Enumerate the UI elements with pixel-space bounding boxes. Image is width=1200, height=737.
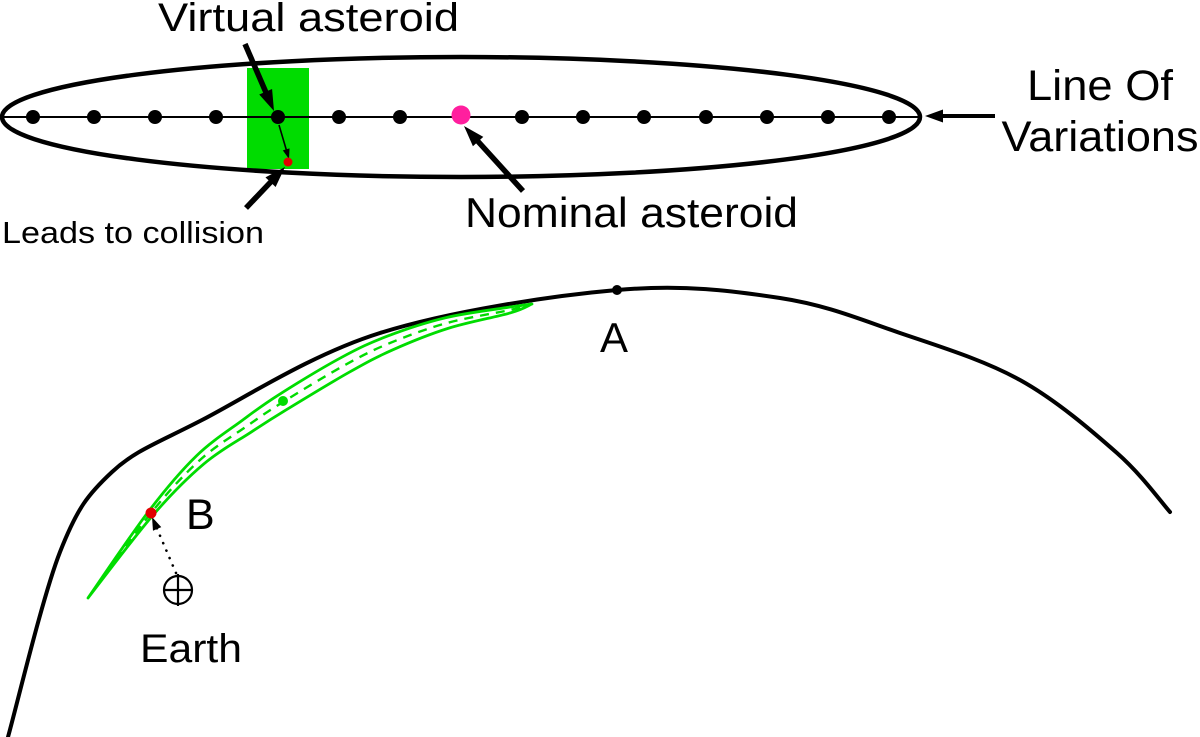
leads-to-collision-arrow [244, 167, 285, 210]
virtual-asteroid-dot [393, 110, 407, 124]
virtual-asteroid-dot [760, 110, 774, 124]
virtual-asteroid-dot [882, 110, 896, 124]
virtual-asteroid-dot [209, 110, 223, 124]
collision-trajectory-arrow [278, 124, 290, 159]
virtual-asteroid-dot [576, 110, 590, 124]
nominal-asteroid-arrow [464, 126, 526, 193]
virtual-asteroid-dot [26, 110, 40, 124]
nominal-asteroid-dot [451, 105, 471, 125]
line-of-variations-arrow [925, 109, 995, 123]
nominal-asteroid-arrow-head [464, 126, 484, 147]
earth-to-b-dotted-arrow-shaft [155, 525, 178, 575]
earth-to-b-dotted-arrow-head [152, 517, 162, 531]
lov-diagram [0, 42, 995, 210]
virtual-asteroid-dot [515, 110, 529, 124]
lens-center-dashed-line [87, 302, 533, 599]
virtual-asteroid-dot [637, 110, 651, 124]
earth-to-b-dotted-arrow [152, 517, 178, 575]
virtual-asteroid-dot [271, 110, 285, 124]
nominal-asteroid-arrow-shaft [474, 138, 526, 193]
virtual-asteroid-dot [87, 110, 101, 124]
asteroid-position-dot [278, 396, 288, 406]
virtual-asteroid-label: Virtual asteroid [158, 0, 459, 40]
virtual-asteroid-dot [699, 110, 713, 124]
orbit-arc [6, 285, 1172, 737]
virtual-asteroid-arrow [242, 42, 274, 111]
virtual-asteroid-dot [821, 110, 835, 124]
point-b-dot [145, 507, 157, 519]
nominal-asteroid-label: Nominal asteroid [465, 189, 798, 236]
point-a-label: A [600, 314, 628, 361]
virtual-asteroid-dot [148, 110, 162, 124]
point-a-dot [612, 285, 622, 295]
virtual-asteroid-arrow-head [259, 88, 274, 111]
line-of-variations-arrow-head [925, 109, 943, 123]
leads-to-collision-label: Leads to collision [2, 215, 264, 250]
line-of-variations-label-line1: Line Of [1027, 62, 1174, 110]
leads-to-collision-arrow-head [265, 167, 285, 188]
collision-trajectory-arrow-head [282, 148, 290, 159]
labels: Virtual asteroid Line Of Variations Nomi… [2, 0, 1199, 671]
line-of-variations-label-line2: Variations [1002, 113, 1199, 161]
collision-point-dot [283, 157, 293, 167]
earth-symbol-icon [162, 574, 194, 606]
point-b-label: B [186, 491, 215, 539]
leads-to-collision-arrow-shaft [244, 178, 274, 210]
virtual-asteroid-dot [332, 110, 346, 124]
collision-trajectory-arrow-shaft [278, 124, 288, 152]
virtual-asteroid-arrow-shaft [242, 42, 269, 95]
earth-label: Earth [140, 627, 242, 671]
orbit-diagram [6, 285, 1172, 737]
uncertainty-lens [86, 302, 534, 600]
